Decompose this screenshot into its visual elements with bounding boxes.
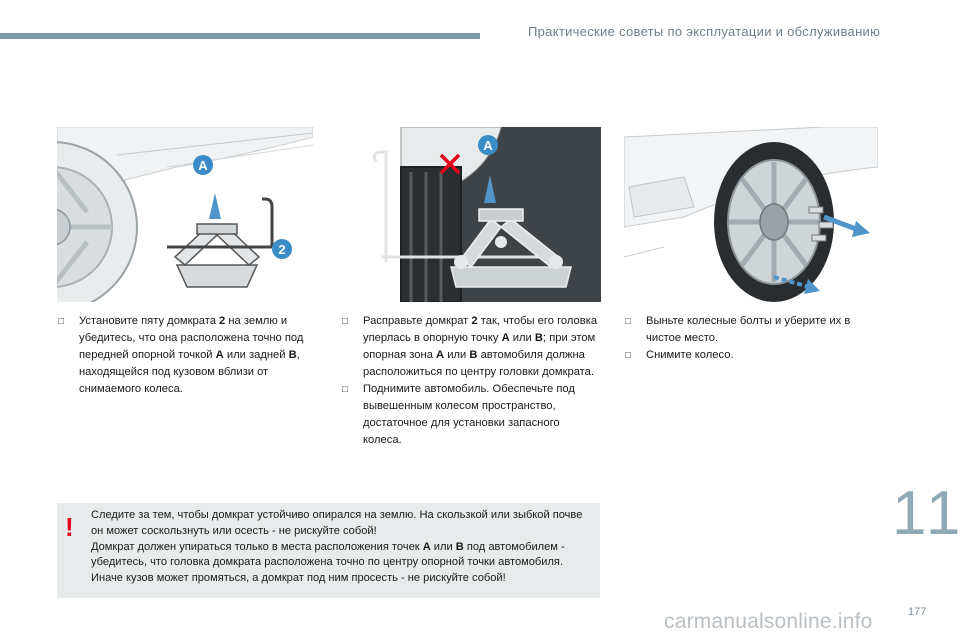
checkbox-bullet-icon: □ xyxy=(58,316,65,327)
warning-text: Следите за тем, чтобы домкрат устойчиво … xyxy=(91,509,583,585)
list-item: □ Снимите колесо. xyxy=(624,347,884,364)
point-a-label-2: A xyxy=(483,138,493,153)
list-item: □ Выньте колесные болты и уберите их в ч… xyxy=(624,313,884,347)
header-accent-bar xyxy=(0,33,480,39)
list-item: □ Поднимите автомобиль. Обеспечьте под в… xyxy=(341,381,601,449)
instructions-column-3: □ Выньте колесные болты и уберите их в ч… xyxy=(624,313,884,364)
list-item-text: Выньте колесные болты и уберите их в чис… xyxy=(646,315,851,344)
chapter-number: 11 xyxy=(892,479,960,548)
list-item-text: Расправьте домкрат 2 так, чтобы его голо… xyxy=(363,315,598,378)
warning-exclamation-icon: ! xyxy=(65,512,74,542)
warning-box: ! Следите за тем, чтобы домкрат устойчив… xyxy=(57,503,600,598)
watermark: carmanualsonline.info xyxy=(664,610,873,633)
list-item-text: Установите пяту домкрата 2 на землю и уб… xyxy=(79,315,304,395)
list-item: □ Расправьте домкрат 2 так, чтобы его го… xyxy=(341,313,601,381)
illustration-jack-placement: A 2 xyxy=(57,127,313,302)
checkbox-bullet-icon: □ xyxy=(342,384,349,395)
checkbox-bullet-icon: □ xyxy=(625,316,632,327)
list-item: □ Установите пяту домкрата 2 на землю и … xyxy=(57,313,313,398)
list-item-text: Поднимите автомобиль. Обеспечьте под выв… xyxy=(363,383,575,446)
list-item-text: Снимите колесо. xyxy=(646,349,734,361)
illustration-jack-raising: A xyxy=(341,127,601,302)
illustration-wheel-removal xyxy=(624,127,878,302)
checkbox-bullet-icon: □ xyxy=(342,316,349,327)
instructions-column-1: □ Установите пяту домкрата 2 на землю и … xyxy=(57,313,313,398)
instructions-column-2: □ Расправьте домкрат 2 так, чтобы его го… xyxy=(341,313,601,449)
point-a-label: A xyxy=(198,158,208,173)
checkbox-bullet-icon: □ xyxy=(625,350,632,361)
page-header-title: Практические советы по эксплуатации и об… xyxy=(528,24,881,39)
jack-number-label: 2 xyxy=(278,242,285,257)
page-number: 177 xyxy=(908,606,927,618)
